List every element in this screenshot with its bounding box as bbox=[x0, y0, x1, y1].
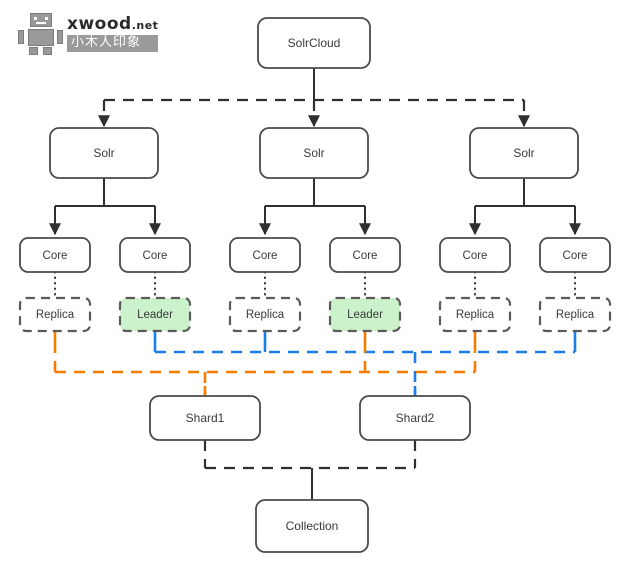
edge-root-to-bus bbox=[98, 68, 530, 128]
node-core-6[interactable]: Core bbox=[539, 237, 611, 273]
watermark-brand: xwood.net bbox=[67, 13, 159, 34]
watermark-brand-name: xwood bbox=[67, 13, 132, 34]
site-watermark-logo: xwood.net 小木人印象 bbox=[18, 10, 170, 58]
edge-shards-to-collection bbox=[203, 440, 417, 500]
node-replica-1[interactable]: Replica bbox=[18, 296, 92, 333]
node-solr-1[interactable]: Solr bbox=[49, 127, 159, 179]
node-solr-3[interactable]: Solr bbox=[469, 127, 579, 179]
node-solr-2[interactable]: Solr bbox=[259, 127, 369, 179]
node-core-5[interactable]: Core bbox=[439, 237, 511, 273]
node-leader-2[interactable]: Leader bbox=[328, 296, 402, 333]
node-replica-4[interactable]: Replica bbox=[538, 296, 612, 333]
node-core-2[interactable]: Core bbox=[119, 237, 191, 273]
node-core-4[interactable]: Core bbox=[329, 237, 401, 273]
node-shard-1[interactable]: Shard1 bbox=[149, 395, 261, 441]
node-leader-1[interactable]: Leader bbox=[118, 296, 192, 333]
node-replica-2[interactable]: Replica bbox=[228, 296, 302, 333]
edge-shard1-links bbox=[53, 331, 477, 396]
edge-solr1-to-cores bbox=[49, 178, 161, 236]
node-solrcloud[interactable]: SolrCloud bbox=[257, 17, 371, 69]
robot-icon bbox=[18, 13, 64, 55]
edge-cores-to-replicas bbox=[54, 271, 576, 299]
node-collection[interactable]: Collection bbox=[255, 499, 369, 553]
node-replica-3[interactable]: Replica bbox=[438, 296, 512, 333]
edge-solr2-to-cores bbox=[259, 178, 371, 236]
watermark-tld: .net bbox=[131, 18, 159, 32]
watermark-subtitle: 小木人印象 bbox=[67, 34, 159, 53]
node-core-1[interactable]: Core bbox=[19, 237, 91, 273]
edge-solr3-to-cores bbox=[469, 178, 581, 236]
node-core-3[interactable]: Core bbox=[229, 237, 301, 273]
node-shard-2[interactable]: Shard2 bbox=[359, 395, 471, 441]
